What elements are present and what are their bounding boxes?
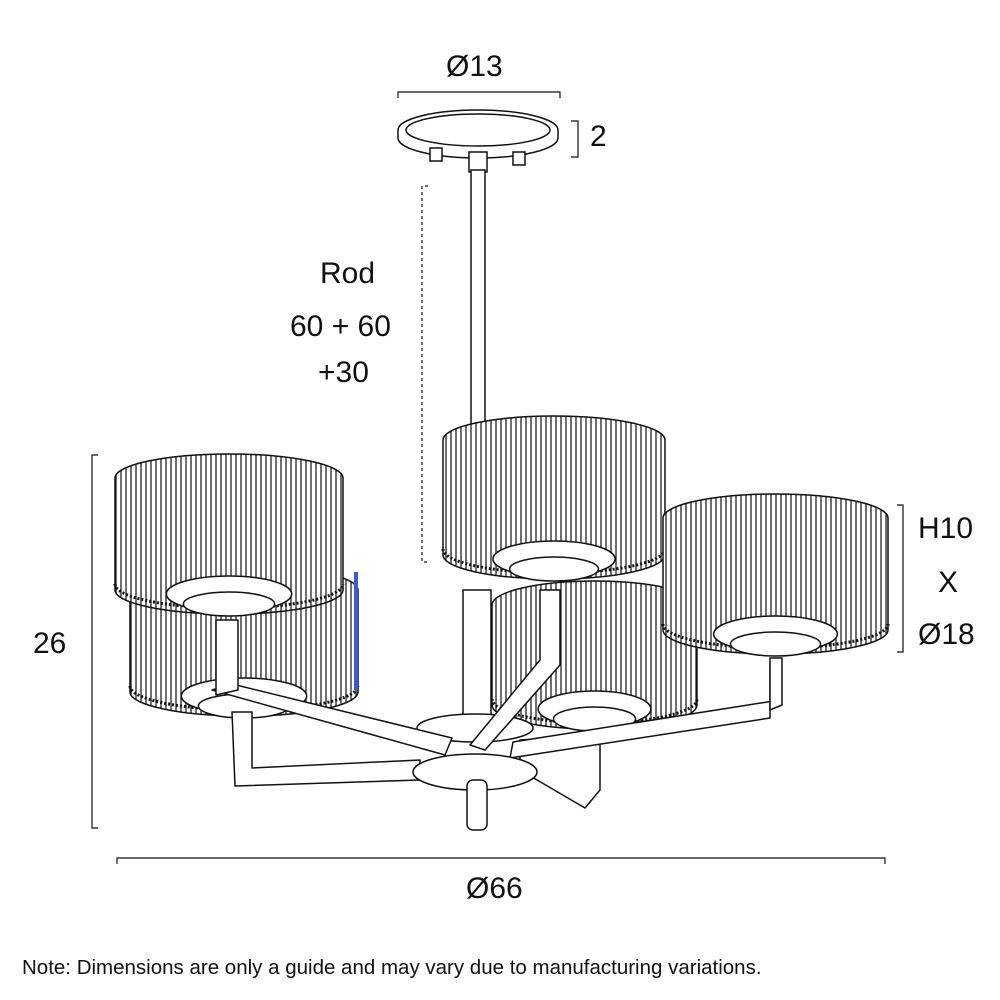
- shade-body: [662, 493, 889, 655]
- shade-diameter-label: Ø18: [918, 618, 975, 651]
- arm-center: [469, 589, 561, 751]
- canopy-height-label: 2: [590, 120, 607, 153]
- overall-diameter-line: [116, 857, 886, 864]
- canopy-diameter-line: [397, 91, 561, 98]
- canopy-screw: [429, 147, 443, 162]
- lamp-cup: [182, 591, 276, 617]
- overall-diameter-label: Ø66: [466, 872, 523, 905]
- shade-times-label: X: [938, 566, 959, 599]
- overall-height-label: 26: [33, 627, 67, 660]
- canopy-screw: [512, 151, 526, 166]
- shade-front-left: [113, 453, 345, 617]
- canopy-height-line: [571, 120, 579, 158]
- shade-bead-trim: [661, 623, 890, 650]
- lamp-cup: [508, 556, 600, 582]
- rod-length-line: [421, 185, 428, 563]
- dimension-lines: [91, 91, 904, 864]
- ceiling-canopy: [397, 109, 559, 159]
- arm-left-back: [231, 711, 421, 787]
- shade-center: [441, 415, 667, 582]
- finial: [466, 779, 488, 831]
- rod-title-label: Rod: [320, 257, 376, 290]
- shade-height-label: H10: [918, 512, 974, 545]
- lamp-cup: [729, 631, 822, 657]
- rod-lower: [462, 589, 492, 731]
- canopy-diameter-label: Ø13: [446, 50, 503, 83]
- shade-body: [114, 453, 344, 615]
- overall-height-line: [91, 454, 98, 829]
- fixture-drawing: [113, 109, 890, 831]
- rod-coupler: [468, 151, 488, 173]
- shade-size-line: [897, 504, 904, 653]
- arm-right-upright: [769, 657, 783, 711]
- suspension-rod: [470, 169, 486, 431]
- rod-length-label: 60 + 60: [290, 310, 391, 343]
- rod-extra-label: +30: [318, 356, 369, 389]
- shade-right: [661, 493, 890, 657]
- disclaimer-note: Note: Dimensions are only a guide and ma…: [22, 956, 762, 979]
- canopy-top-ring: [405, 113, 551, 147]
- arm-left-upright: [215, 619, 239, 696]
